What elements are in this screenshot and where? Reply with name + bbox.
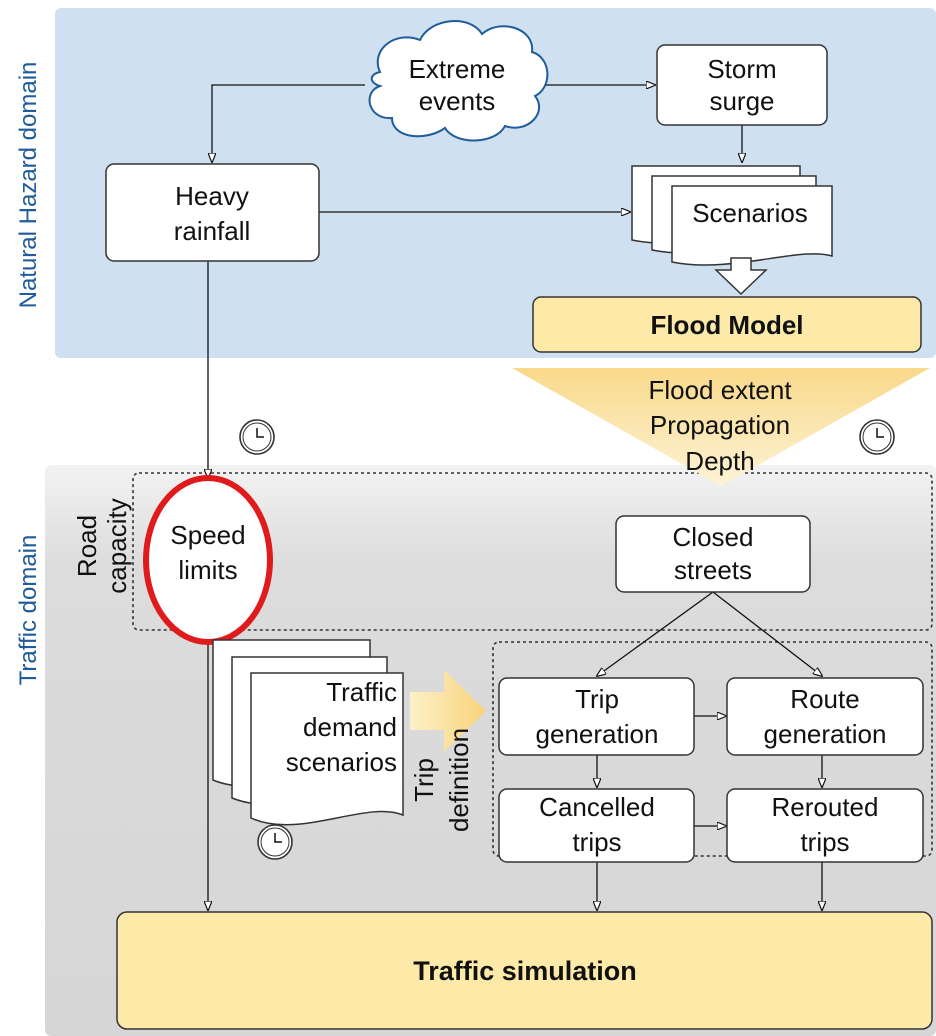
cloud-shape: [368, 20, 549, 142]
trip-generation-node: Trip generation: [498, 677, 695, 756]
natural-hazard-domain-label: Natural Hazard domain: [15, 62, 42, 309]
road-capacity-line2: capacity: [102, 498, 132, 593]
storm-surge-line1: Storm: [707, 54, 776, 84]
heavy-rainfall-line1: Heavy: [175, 181, 249, 211]
trip-generation-line1: Trip: [575, 684, 619, 714]
edge-closed-to-trip: [597, 591, 714, 676]
speed-limits-line2: limits: [178, 555, 237, 585]
extreme-events-line2: events: [419, 86, 496, 116]
road-capacity-line1: Road: [72, 515, 102, 577]
depth-label: Depth: [685, 446, 754, 476]
closed-streets-node: Closed streets: [615, 515, 811, 593]
extreme-events-line1: Extreme: [409, 54, 506, 84]
traffic-simulation-label: Traffic simulation: [413, 956, 637, 986]
rerouted-trips-line1: Rerouted: [772, 792, 879, 822]
closed-streets-line2: streets: [674, 555, 752, 585]
traffic-domain-panel: [45, 465, 936, 1036]
cancelled-trips-line2: trips: [572, 827, 621, 857]
trip-generation-line2: generation: [536, 719, 659, 749]
edge-closed-to-route: [712, 591, 822, 676]
trip-definition-line2: definition: [444, 728, 474, 832]
propagation-label: Propagation: [650, 410, 790, 440]
flood-outputs-funnel: Flood extent Propagation Depth: [512, 368, 930, 486]
rerouted-trips-line2: trips: [800, 827, 849, 857]
traffic-demand-line2: demand: [303, 712, 397, 742]
storm-surge-line2: surge: [709, 86, 774, 116]
cancelled-trips-node: Cancelled trips: [498, 788, 695, 863]
edge-events-to-rainfall: [212, 84, 365, 162]
demand-to-trip-arrow: [410, 670, 486, 752]
flood-model-node: Flood Model: [532, 296, 922, 353]
heavy-rainfall-node: Heavy rainfall: [105, 163, 320, 262]
traffic-domain-label: Traffic domain: [15, 535, 42, 686]
traffic-simulation-node: Traffic simulation: [116, 911, 933, 1030]
closed-streets-line1: Closed: [673, 522, 754, 552]
road-capacity-group: [132, 472, 933, 631]
clock-icon: [257, 824, 293, 860]
speed-limits-line1: Speed: [170, 520, 245, 550]
traffic-demand-node: Traffic demand scenarios: [212, 639, 404, 826]
trip-definition-line1: Trip: [409, 758, 439, 802]
flood-model-label: Flood Model: [650, 310, 803, 340]
cancelled-trips-line1: Cancelled: [539, 792, 655, 822]
speed-limits-node: Speed limits: [143, 475, 273, 645]
route-generation-node: Route generation: [726, 677, 924, 756]
route-generation-line1: Route: [790, 684, 859, 714]
flood-extent-label: Flood extent: [648, 375, 792, 405]
scenarios-label: Scenarios: [692, 198, 808, 228]
storm-surge-node: Storm surge: [656, 44, 828, 126]
rerouted-trips-node: Rerouted trips: [726, 788, 924, 863]
traffic-demand-line3: scenarios: [286, 747, 397, 777]
connectors: [208, 85, 822, 910]
heavy-rainfall-line2: rainfall: [174, 216, 251, 246]
route-generation-line2: generation: [764, 719, 887, 749]
clock-icon: [239, 419, 275, 455]
traffic-demand-line1: Traffic: [326, 677, 397, 707]
scenarios-node: Scenarios: [631, 165, 833, 266]
clock-icon: [859, 419, 895, 455]
extreme-events-node: Extreme events: [368, 20, 549, 142]
trip-definition-group: [492, 641, 933, 857]
scenarios-to-flood-arrow: [714, 257, 768, 296]
